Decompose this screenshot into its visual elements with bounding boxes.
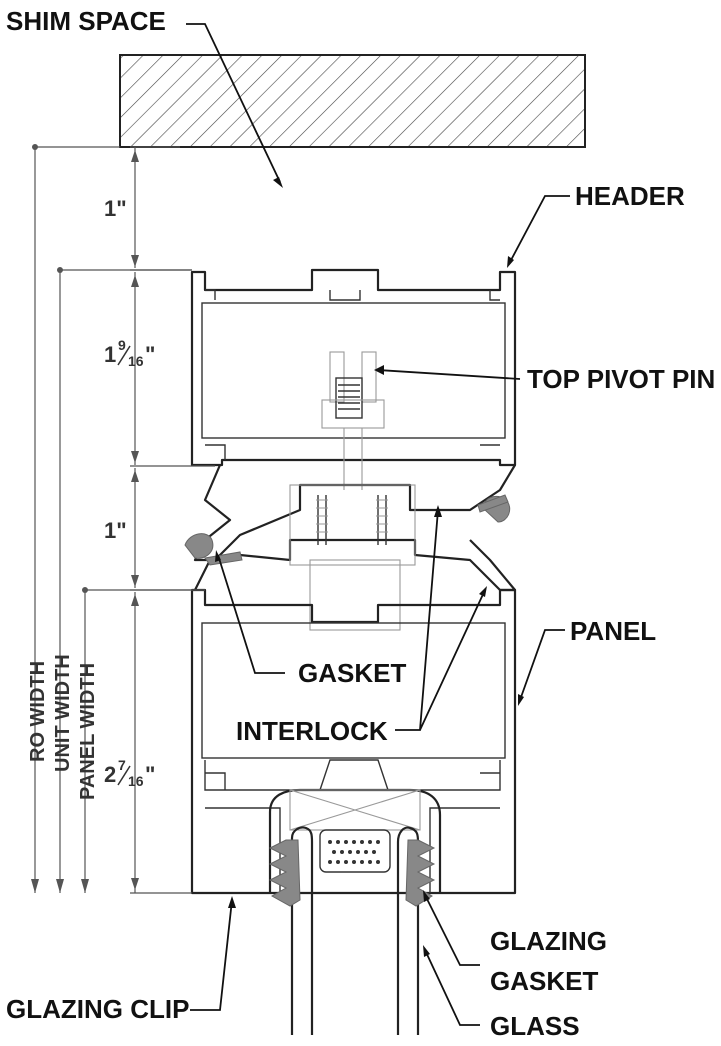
dim-header-num: 9 <box>118 337 126 353</box>
dim-interlock-1in: 1" <box>104 518 127 543</box>
glazing-pocket <box>268 788 442 893</box>
interlock-assembly <box>184 464 517 631</box>
dim-unit-width: UNIT WIDTH <box>52 654 74 772</box>
label-glazing-gasket-2: GASKET <box>490 966 598 996</box>
leader-lines <box>186 23 570 1026</box>
dim-panel-unit: " <box>145 762 155 787</box>
dim-ro-width: RO WIDTH <box>27 661 49 762</box>
label-shim-space: SHIM SPACE <box>6 6 166 36</box>
label-gasket: GASKET <box>298 658 406 688</box>
dim-header-unit: " <box>145 342 155 367</box>
dim-header-den: 16 <box>128 353 144 369</box>
glass <box>290 826 420 1035</box>
header-profile <box>190 268 517 467</box>
dim-panel-whole: 2 <box>104 762 116 787</box>
dim-shim-1in: 1" <box>104 196 127 221</box>
dim-panel-num: 7 <box>118 757 126 773</box>
top-pivot-pin <box>321 351 385 490</box>
label-glass: GLASS <box>490 1011 580 1041</box>
label-header: HEADER <box>575 181 685 211</box>
dim-panel-den: 16 <box>128 773 144 789</box>
dim-panel-width: PANEL WIDTH <box>77 663 99 800</box>
dimension-lines <box>31 144 215 894</box>
label-panel: PANEL <box>570 616 656 646</box>
rough-opening-substrate <box>119 54 586 148</box>
glazing-gaskets <box>268 839 436 907</box>
label-top-pivot-pin: TOP PIVOT PIN <box>527 364 715 394</box>
label-glazing-gasket-1: GLAZING <box>490 926 607 956</box>
dim-header-whole: 1 <box>104 342 116 367</box>
label-interlock: INTERLOCK <box>236 716 388 746</box>
label-glazing-clip: GLAZING CLIP <box>6 994 189 1024</box>
